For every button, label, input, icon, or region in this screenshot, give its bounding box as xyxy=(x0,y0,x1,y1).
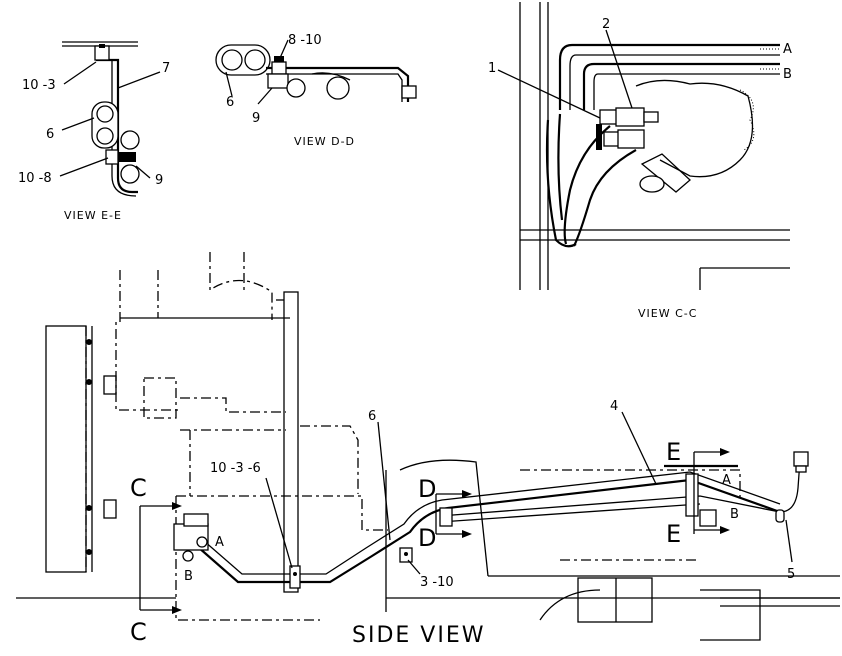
view-c-callout-1: 1 xyxy=(488,61,496,76)
view-c-callout-2: 2 xyxy=(602,17,610,32)
side-view-title: SIDE VIEW xyxy=(352,623,485,648)
side-line-b-left: B xyxy=(184,569,193,584)
side-line-b-right: B xyxy=(730,507,739,522)
view-d-d: 8 -10 6 9 VIEW D-D xyxy=(215,33,417,148)
section-mark-e-top: E xyxy=(666,438,681,466)
side-line-a-left: A xyxy=(215,535,224,550)
section-mark-c-top: C xyxy=(130,474,147,502)
section-mark-d-bottom: D xyxy=(418,524,436,552)
section-mark-e-bottom: E xyxy=(666,520,681,548)
side-callout-10-3-6: 10 -3 -6 xyxy=(210,461,261,476)
view-d-callout-6: 6 xyxy=(226,95,234,110)
view-e-title: VIEW E-E xyxy=(64,209,122,222)
section-mark-c-bottom: C xyxy=(130,618,147,646)
view-c-c: A B 1 2 VIEW C-C xyxy=(488,2,792,320)
view-d-title: VIEW D-D xyxy=(294,135,355,148)
view-e-callout-10-3: 10 -3 xyxy=(22,78,56,93)
side-callout-6: 6 xyxy=(368,409,376,424)
side-callout-5: 5 xyxy=(787,567,795,582)
view-e-callout-9: 9 xyxy=(155,173,163,188)
side-callout-4: 4 xyxy=(610,399,618,414)
view-e-callout-10-8: 10 -8 xyxy=(18,171,52,186)
view-c-line-a: A xyxy=(783,42,792,57)
view-e-callout-6: 6 xyxy=(46,127,54,142)
side-line-a-right: A xyxy=(722,473,731,488)
section-mark-d-top: D xyxy=(418,475,436,503)
view-e-callout-7: 7 xyxy=(162,61,170,76)
view-e-e: 10 -3 7 6 10 -8 9 VIEW E-E xyxy=(18,41,170,222)
view-d-callout-8-10: 8 -10 xyxy=(288,33,322,48)
view-d-callout-9: 9 xyxy=(252,111,260,126)
view-c-title: VIEW C-C xyxy=(638,307,697,320)
side-view: C C D D E E A B A B 10 -3 -6 6 4 3 -10 xyxy=(16,252,840,648)
side-callout-3-10: 3 -10 xyxy=(420,575,454,590)
view-c-line-b: B xyxy=(783,67,792,82)
